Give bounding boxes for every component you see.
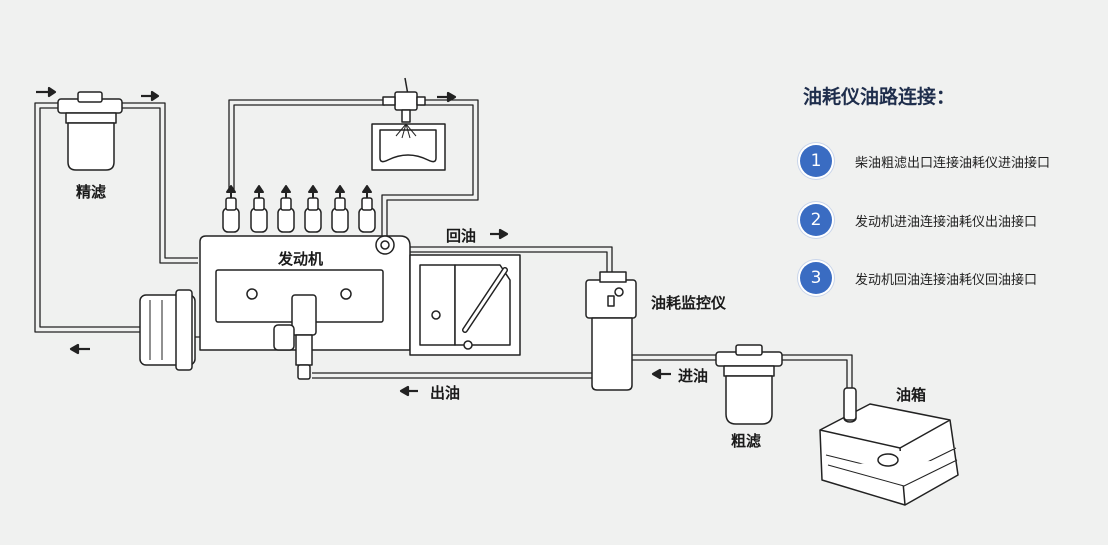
engine-label: 发动机 [278,250,324,268]
legend-step: 2 发动机进油连接油耗仪出油接口 [800,204,1100,238]
coarse-filter-label: 粗滤 [731,432,762,450]
out-oil-label: 出油 [430,384,461,402]
flow-arrows [36,86,671,397]
step-number-badge: 1 [800,145,832,177]
in-oil-label: 进油 [678,367,709,385]
legend-step: 3 发动机回油连接油耗仪回油接口 [800,262,1100,296]
engine [139,197,521,380]
return-oil-label: 回油 [446,227,477,245]
step-text: 柴油粗滤出口连接油耗仪进油接口 [855,156,1051,171]
fine-filter [57,91,123,171]
coarse-filter [715,344,783,425]
step-number-badge: 2 [800,204,832,236]
injector-nozzle [371,77,446,171]
step-text: 发动机进油连接油耗仪出油接口 [855,215,1038,230]
fuel-monitor [585,271,637,391]
tank-label: 油箱 [896,386,927,404]
step-text: 发动机回油连接油耗仪回油接口 [855,273,1038,288]
monitor-label: 油耗监控仪 [651,294,727,312]
fine-filter-label: 精滤 [76,183,107,201]
legend-step: 1 柴油粗滤出口连接油耗仪进油接口 [800,145,1100,179]
step-number-badge: 3 [800,262,832,294]
fuel-tank [819,387,959,506]
legend-title: 油耗仪油路连接： [803,86,956,108]
